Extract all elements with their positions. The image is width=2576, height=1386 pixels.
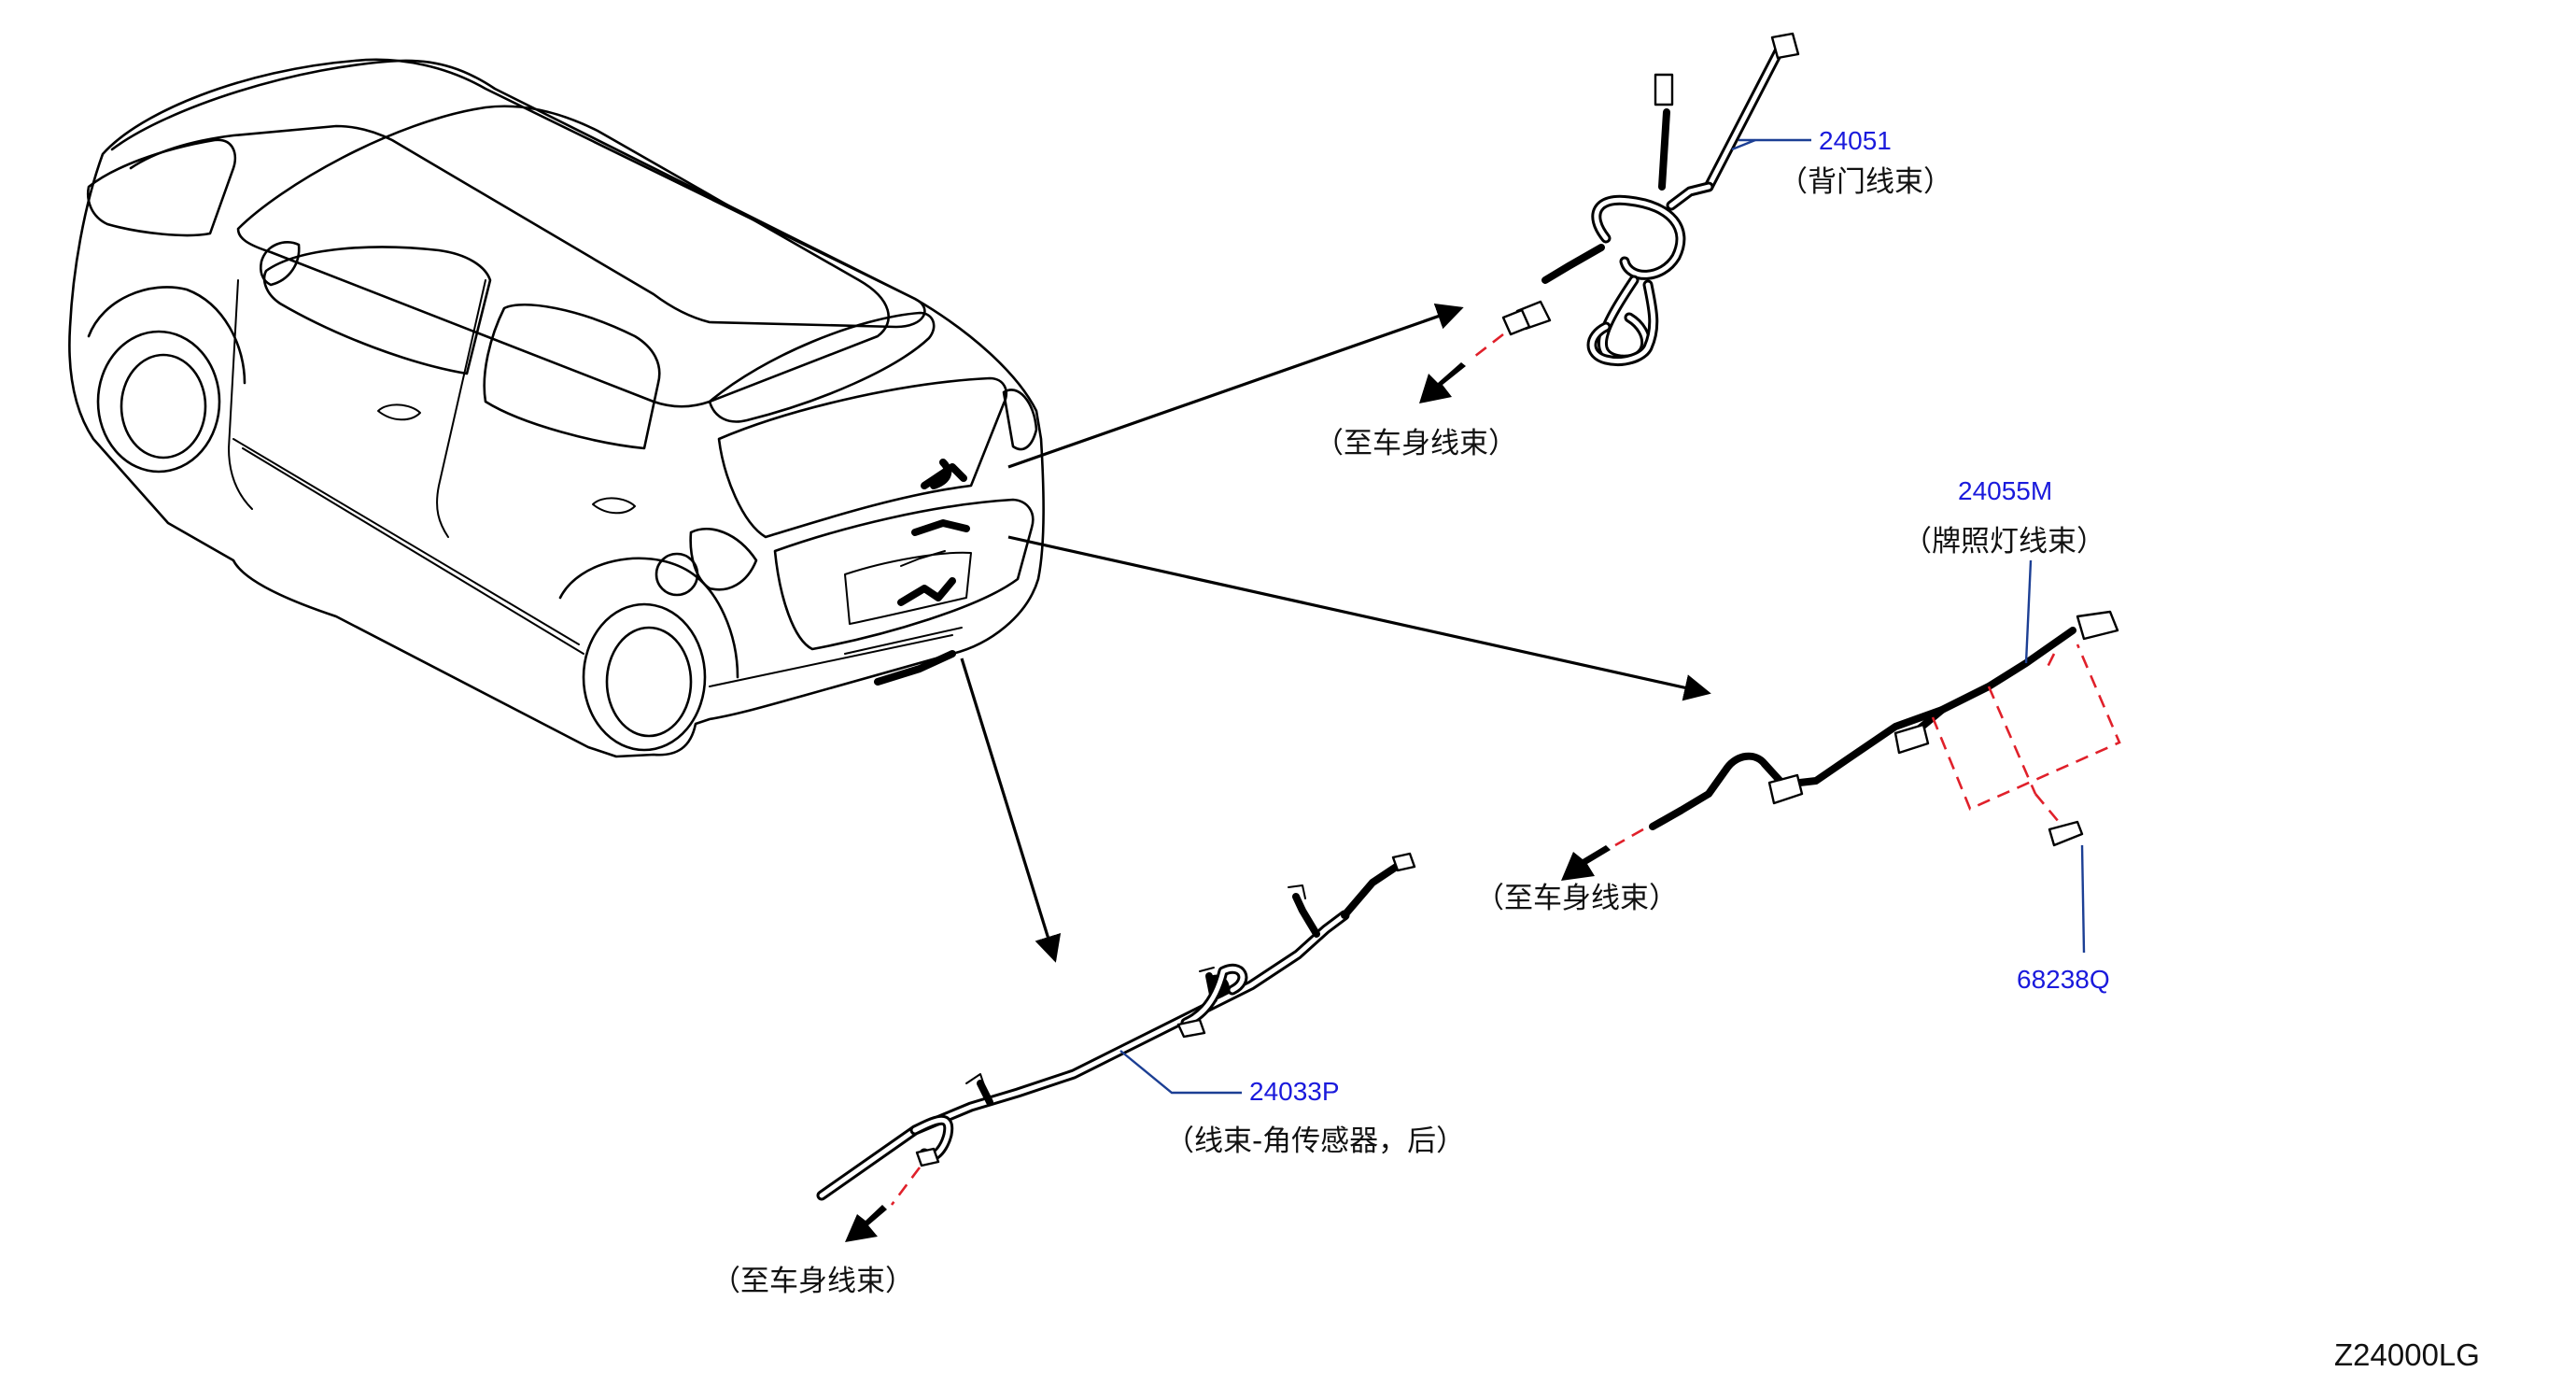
arrow-to-back-door-harness bbox=[1007, 303, 1464, 469]
part-number-24055m: 24055M bbox=[1958, 476, 2052, 505]
part-desc-24051: （背门线束） bbox=[1779, 165, 1952, 199]
vehicle-illustration bbox=[68, 58, 1045, 758]
part-desc-24055m: （牌照灯线束） bbox=[1903, 525, 2105, 559]
to-body-label-back-door: （至车身线束） bbox=[1315, 427, 1517, 460]
leader-lines bbox=[1119, 138, 2086, 1095]
license-lamp-harness-24055m bbox=[1561, 610, 2121, 881]
part-number-24033p: 24033P bbox=[1249, 1077, 1340, 1106]
part-desc-24033p: （线束-角传感器，后） bbox=[1165, 1124, 1465, 1158]
to-body-label-license-lamp: （至车身线束） bbox=[1475, 882, 1678, 915]
labels: 24051 （背门线束） 24055M （牌照灯线束） 68238Q 24033… bbox=[711, 126, 2480, 1372]
back-door-harness-24051 bbox=[1419, 32, 1800, 403]
arrow-to-license-lamp-harness bbox=[1007, 535, 1711, 701]
arrow-to-corner-sensor-harness bbox=[960, 658, 1062, 963]
to-body-label-corner-sensor: （至车身线束） bbox=[711, 1265, 914, 1298]
part-number-24051: 24051 bbox=[1819, 126, 1892, 155]
corner-sensor-harness-24033p bbox=[816, 852, 1416, 1242]
diagram-code: Z24000LG bbox=[2334, 1337, 2480, 1372]
part-number-68238q: 68238Q bbox=[2017, 965, 2110, 994]
pointer-arrows bbox=[960, 303, 1711, 963]
